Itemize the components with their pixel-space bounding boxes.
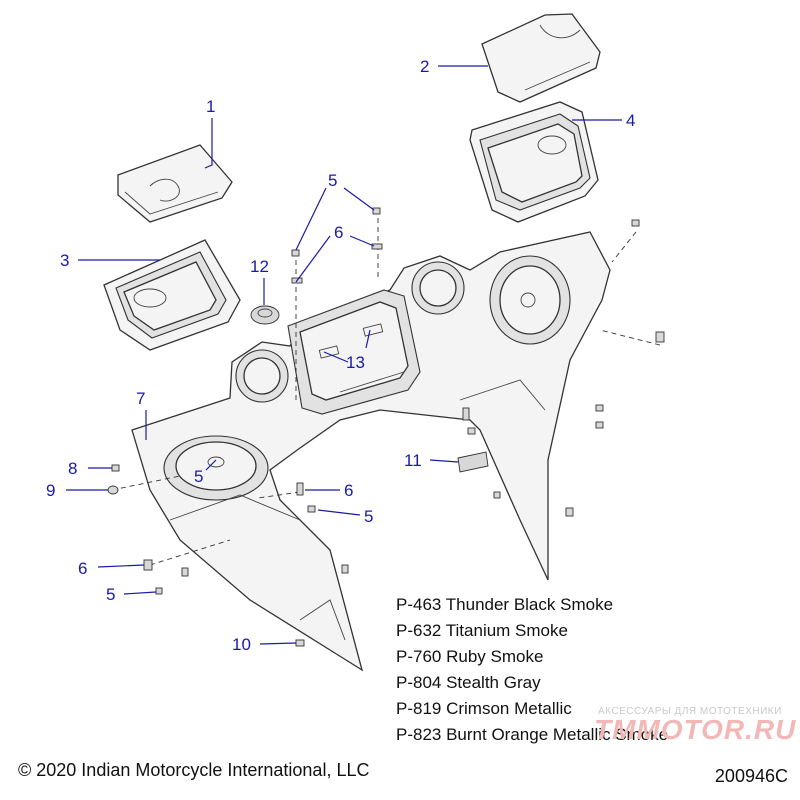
callout-5-low: 5 [106, 585, 115, 604]
watermark-tagline: АКСЕССУАРЫ ДЛЯ МОТОТЕХНИКИ [598, 706, 782, 717]
callout-11: 11 [404, 451, 422, 470]
part-1-cover [117, 144, 233, 223]
callout-1: 1 [206, 97, 215, 116]
color-option: P-463 Thunder Black Smoke [396, 595, 614, 614]
callout-8: 8 [68, 459, 77, 478]
callout-5-speaker: 5 [194, 467, 203, 486]
color-option: P-819 Crimson Metallic [396, 699, 572, 718]
part-4-bezel [469, 101, 599, 223]
callout-7: 7 [136, 389, 145, 408]
part-12-grommet [250, 305, 280, 325]
leader-lines [66, 65, 622, 645]
part-2-cover [481, 13, 601, 103]
color-option: P-804 Stealth Gray [396, 673, 541, 692]
part-11-clip [457, 451, 489, 473]
callout-9: 9 [46, 481, 55, 500]
callout-3: 3 [60, 251, 69, 270]
color-options-list: P-463 Thunder Black Smoke P-632 Titanium… [396, 592, 668, 748]
hardware [107, 207, 665, 647]
callout-6-top: 6 [334, 223, 343, 242]
callout-labels: 1 2 3 4 5 6 12 13 7 8 9 5 6 5 6 5 10 11 [46, 57, 635, 654]
color-option: P-632 Titanium Smoke [396, 621, 568, 640]
callout-13: 13 [346, 353, 365, 372]
color-option: P-823 Burnt Orange Metallic Smoke [396, 725, 669, 744]
callout-12: 12 [250, 257, 269, 276]
callout-5-top: 5 [328, 171, 337, 190]
color-option: P-760 Ruby Smoke [396, 647, 544, 666]
callout-6-mid: 6 [344, 481, 353, 500]
callout-6-low: 6 [78, 559, 87, 578]
callout-2: 2 [420, 57, 429, 76]
inner-fairing [131, 231, 611, 672]
callout-5-mid: 5 [364, 507, 373, 526]
copyright-notice: © 2020 Indian Motorcycle International, … [18, 760, 370, 780]
drawing-number: 200946C [714, 766, 788, 786]
watermark-brand: TMMOTOR.RU [594, 714, 797, 745]
callout-4: 4 [626, 111, 635, 130]
part-3-bezel [103, 239, 241, 351]
callout-10: 10 [232, 635, 251, 654]
